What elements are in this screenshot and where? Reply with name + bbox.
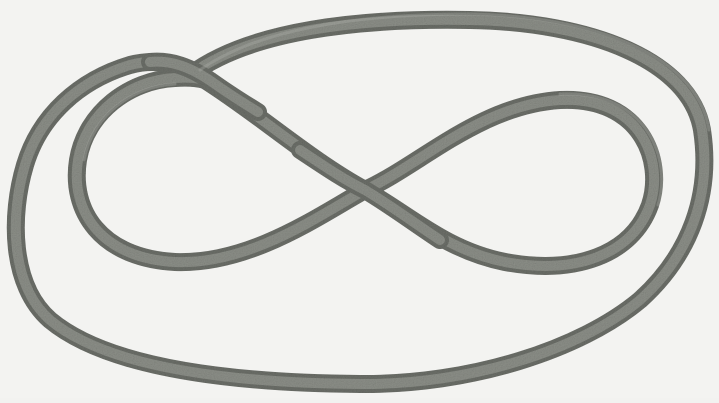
knot-illustration [0, 0, 719, 398]
illustration-canvas [0, 0, 719, 398]
